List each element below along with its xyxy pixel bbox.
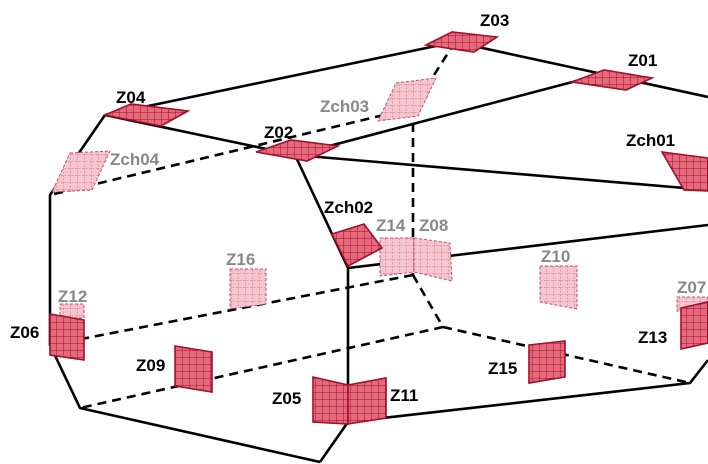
panel-z09: [174, 345, 213, 393]
visible-edge: [347, 359, 708, 424]
hidden-edges: [49, 41, 691, 410]
label-z09: Z09: [136, 356, 165, 375]
label-z07: Z07: [677, 278, 706, 297]
panel-zch03: [377, 77, 437, 122]
back-labels: Zch03 Zch04 Z14 Z08 Z16 Z10 Z12 Z07: [58, 97, 706, 306]
panel-z12: [59, 303, 85, 319]
panel-zch02: [330, 223, 384, 268]
label-zch01: Zch01: [626, 131, 675, 150]
visible-panels: [49, 31, 708, 425]
panel-z16: [229, 268, 267, 310]
visible-edge: [294, 153, 708, 192]
label-z02: Z02: [264, 123, 293, 142]
panel-z10: [539, 265, 578, 310]
hidden-edge: [442, 325, 691, 385]
panel-z13: [680, 301, 708, 350]
panel-z03: [423, 31, 500, 53]
label-z08: Z08: [419, 216, 448, 235]
hidden-edge: [49, 106, 414, 197]
hidden-edge: [411, 274, 445, 328]
label-zch02: Zch02: [324, 198, 373, 217]
label-z12: Z12: [58, 287, 87, 306]
label-z01: Z01: [628, 51, 657, 70]
label-z06: Z06: [10, 323, 39, 342]
label-z13: Z13: [638, 328, 667, 347]
panel-zch01: [660, 150, 708, 192]
label-z14: Z14: [376, 216, 406, 235]
panel-z01: [568, 69, 655, 91]
panel-z06: [49, 313, 85, 361]
panel-z02: [255, 139, 341, 162]
label-z10: Z10: [541, 247, 570, 266]
panel-z05: [312, 375, 349, 425]
hidden-panels: [51, 77, 708, 319]
label-z16: Z16: [226, 250, 255, 269]
visible-edge: [318, 268, 350, 463]
panel-zch04: [51, 150, 111, 193]
panel-z15: [528, 340, 566, 384]
label-z03: Z03: [480, 11, 509, 30]
panel-z08: [413, 237, 453, 282]
label-z05: Z05: [272, 389, 301, 408]
label-z11: Z11: [390, 386, 418, 405]
label-zch03: Zch03: [320, 97, 369, 116]
panel-z04: [102, 103, 191, 127]
panel-z14: [379, 237, 415, 277]
hidden-edge: [49, 273, 414, 347]
front-labels: Z03 Z01 Z04 Z02 Zch01 Zch02 Z06 Z13 Z09 …: [10, 11, 675, 408]
hidden-edge: [79, 325, 444, 410]
label-z04: Z04: [116, 88, 146, 107]
label-zch04: Zch04: [110, 150, 160, 169]
label-z15: Z15: [488, 359, 517, 378]
panel-z11: [347, 377, 387, 425]
